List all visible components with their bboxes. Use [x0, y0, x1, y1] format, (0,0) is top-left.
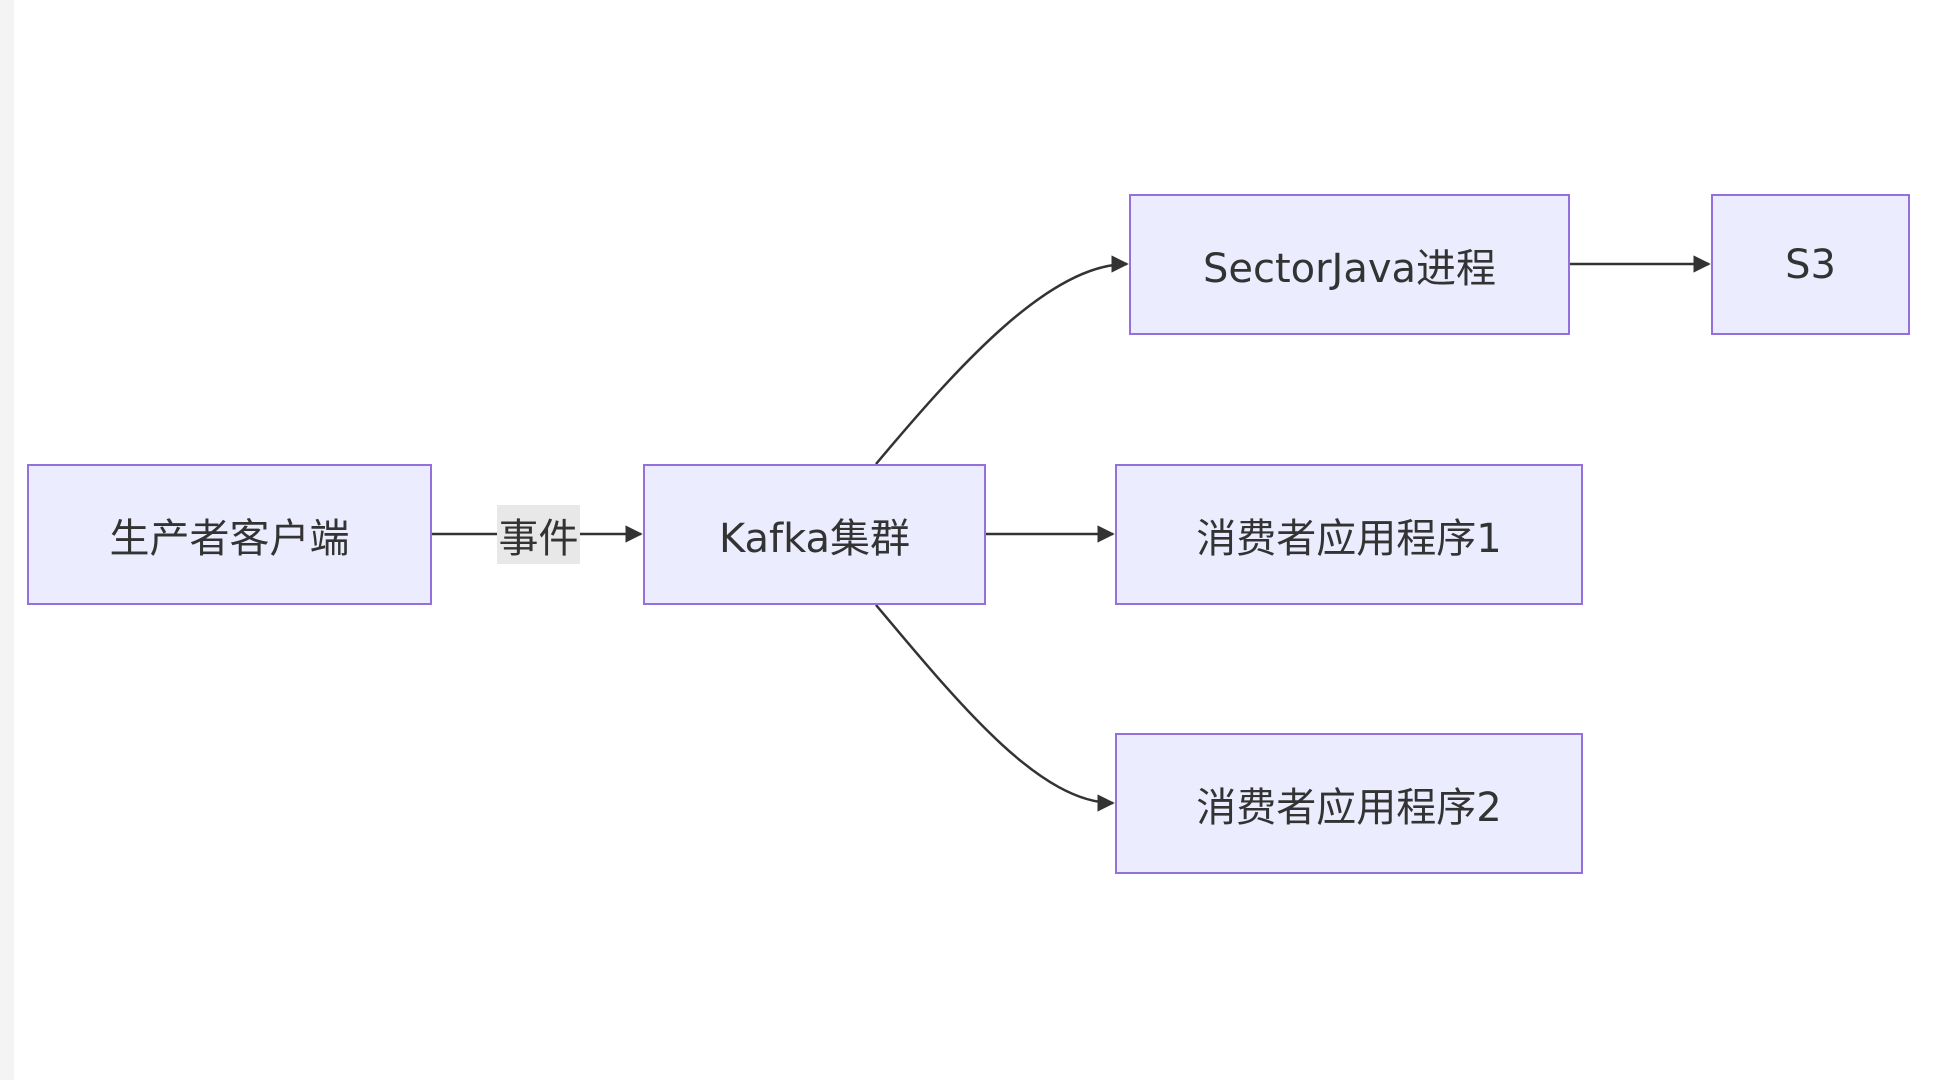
- node-producer-client-label: 生产者客户端: [109, 515, 350, 562]
- edge-label-event: 事件: [497, 505, 580, 564]
- left-margin-strip: [0, 0, 14, 1080]
- node-consumer-app-2[interactable]: 消费者应用程序2: [1115, 733, 1583, 874]
- node-kafka-cluster[interactable]: Kafka集群: [643, 464, 986, 605]
- node-producer-client[interactable]: 生产者客户端: [27, 464, 432, 605]
- node-sectorjava-process-label: SectorJava进程: [1202, 245, 1497, 292]
- node-s3-label: S3: [1785, 241, 1836, 288]
- edge-kafka-to-sector: [875, 255, 1129, 465]
- node-consumer-app-1[interactable]: 消费者应用程序1: [1115, 464, 1583, 605]
- node-sectorjava-process[interactable]: SectorJava进程: [1129, 194, 1570, 335]
- edge-kafka-to-consumer2: [875, 604, 1115, 812]
- node-s3[interactable]: S3: [1711, 194, 1910, 335]
- node-consumer-app-1-label: 消费者应用程序1: [1196, 515, 1502, 562]
- node-consumer-app-2-label: 消费者应用程序2: [1196, 784, 1502, 831]
- node-kafka-cluster-label: Kafka集群: [718, 515, 911, 562]
